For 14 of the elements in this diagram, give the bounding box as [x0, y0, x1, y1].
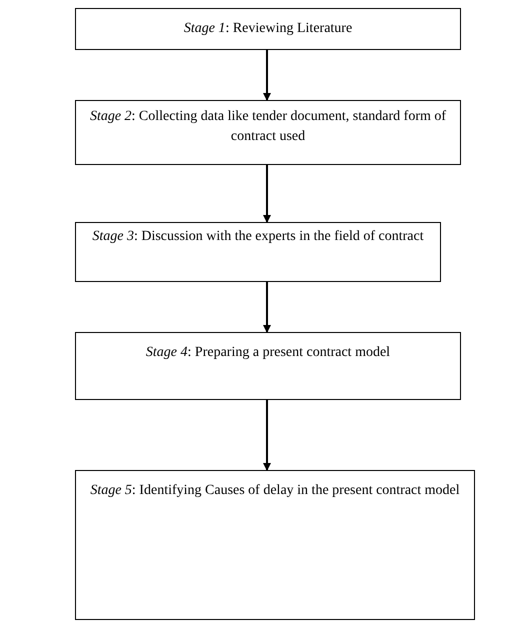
stage-text: Stage 4: Preparing a present contract model [144, 344, 392, 362]
process-box [75, 470, 475, 620]
stage-text: Stage 1: Reviewing Literature [182, 20, 354, 38]
process-box [75, 222, 441, 282]
stage-text: Stage 3: Discussion with the experts in the field of contract [91, 228, 425, 246]
arrow [263, 165, 271, 223]
process-box [75, 100, 461, 165]
process-box [75, 8, 461, 50]
stage-text: Stage 2: Collecting data like tender document, standard form of contract used [88, 108, 448, 146]
process-box [75, 332, 461, 400]
arrow [263, 400, 271, 471]
arrow [263, 282, 271, 333]
arrow [263, 50, 271, 101]
stage-text: Stage 5: Identifying Causes of delay in the present contract model [89, 482, 461, 500]
